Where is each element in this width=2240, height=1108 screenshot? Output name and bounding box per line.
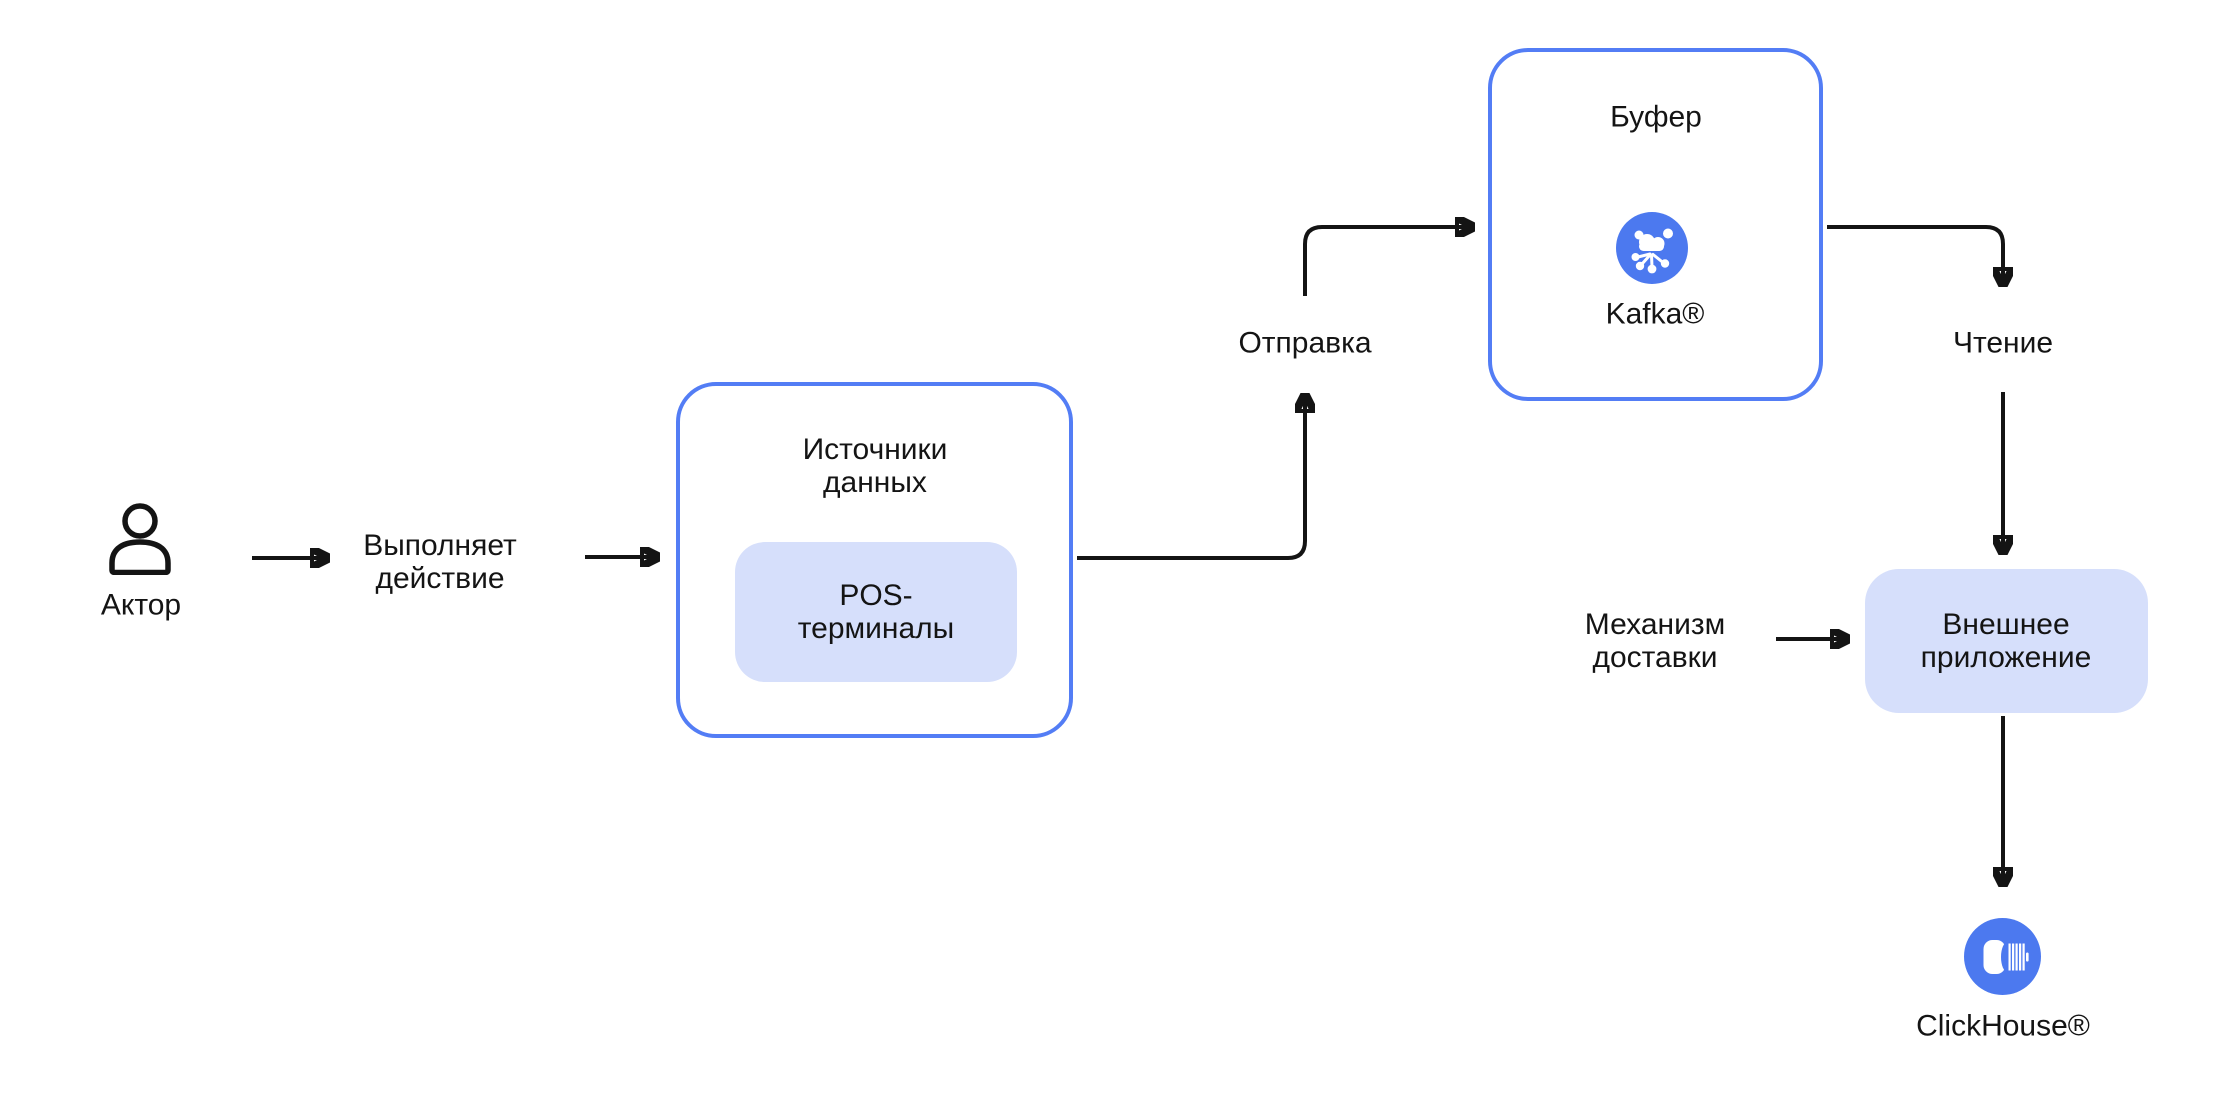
external-app-box [1865, 569, 2148, 713]
clickhouse-label: ClickHouse® [1916, 1009, 2090, 1043]
arrow-send-to-buffer [1303, 227, 1471, 296]
external-app-label: Внешнее приложение [1920, 608, 2092, 674]
clickhouse-icon [1964, 918, 2041, 995]
sources-title: Источники данных [802, 433, 948, 499]
actor-label: Актор [100, 588, 182, 622]
arrow-sources-to-send [1077, 397, 1305, 560]
delivery-label: Механизм доставки [1584, 608, 1726, 674]
buffer-title: Буфер [1610, 100, 1702, 134]
arrow-buffer-to-read [1827, 225, 2003, 283]
kafka-label: Kafka® [1605, 297, 1705, 331]
action-label: Выполняет действие [363, 529, 517, 595]
person-icon [109, 503, 171, 575]
read-label: Чтение [1952, 326, 2054, 360]
kafka-icon [1616, 212, 1688, 284]
pos-terminals-chip [735, 542, 1017, 682]
pos-terminals-label: POS- терминалы [797, 579, 955, 645]
send-label: Отправка [1238, 326, 1372, 360]
